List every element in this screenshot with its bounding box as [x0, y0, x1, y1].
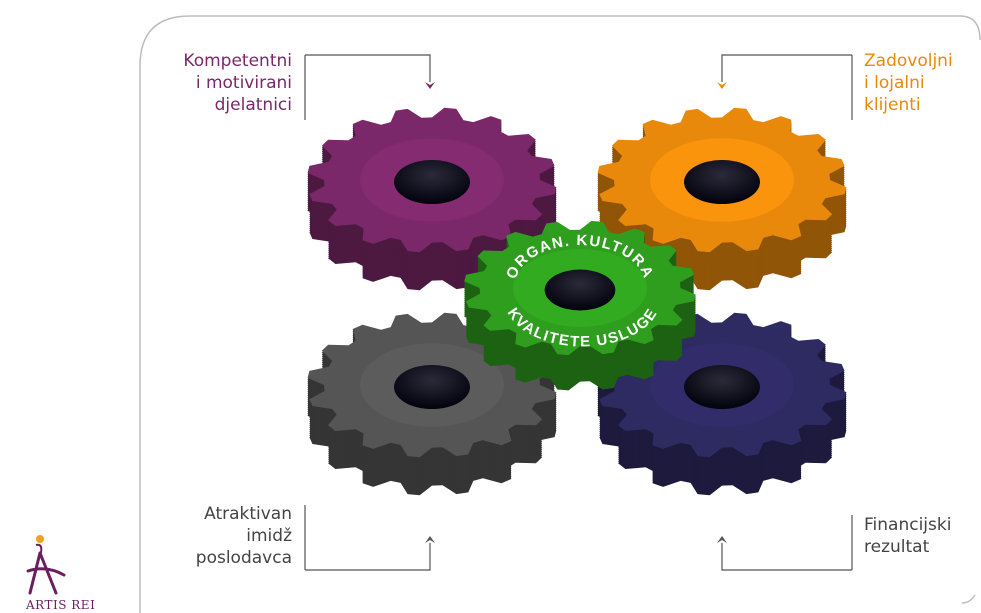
label-employer-image: Atraktivan imidž poslodavca: [196, 503, 292, 569]
artis-rei-logo: [26, 535, 66, 595]
label-line: i motivirani: [195, 73, 292, 93]
label-line: klijenti: [864, 95, 921, 115]
gears-group: [307, 107, 847, 496]
chevron-up-icon: [425, 536, 435, 543]
connector-top-left: [304, 54, 431, 120]
label-line: Atraktivan: [204, 504, 292, 524]
label-line: poslodavca: [195, 548, 292, 568]
frame-border: [139, 15, 981, 613]
gear-green-center: [464, 220, 696, 391]
gear-orange: [597, 107, 847, 291]
gear-purple: [307, 107, 557, 291]
label-line: Kompetentni: [183, 51, 292, 71]
label-line: i lojalni: [864, 73, 925, 93]
label-line: Financijski: [864, 515, 952, 535]
label-line: imidž: [246, 526, 292, 546]
chevron-down-icon: [717, 82, 727, 89]
connector-bottom-right: [721, 515, 853, 571]
label-competent-employees: Kompetentni i motivirani djelatnici: [183, 50, 292, 116]
gear-gray: [307, 312, 557, 496]
label-line: djelatnici: [214, 95, 292, 115]
chevron-up-icon: [717, 536, 727, 543]
connector-bottom-left: [304, 505, 431, 571]
connector-top-right: [721, 54, 853, 120]
label-satisfied-clients: Zadovoljni i lojalni klijenti: [864, 50, 953, 116]
label-line: Zadovoljni: [864, 51, 953, 71]
chevron-down-icon: [425, 82, 435, 89]
logo-text: ARTIS REI: [26, 598, 96, 612]
label-financial-result: Financijski rezultat: [864, 514, 951, 558]
label-line: rezultat: [864, 537, 930, 557]
